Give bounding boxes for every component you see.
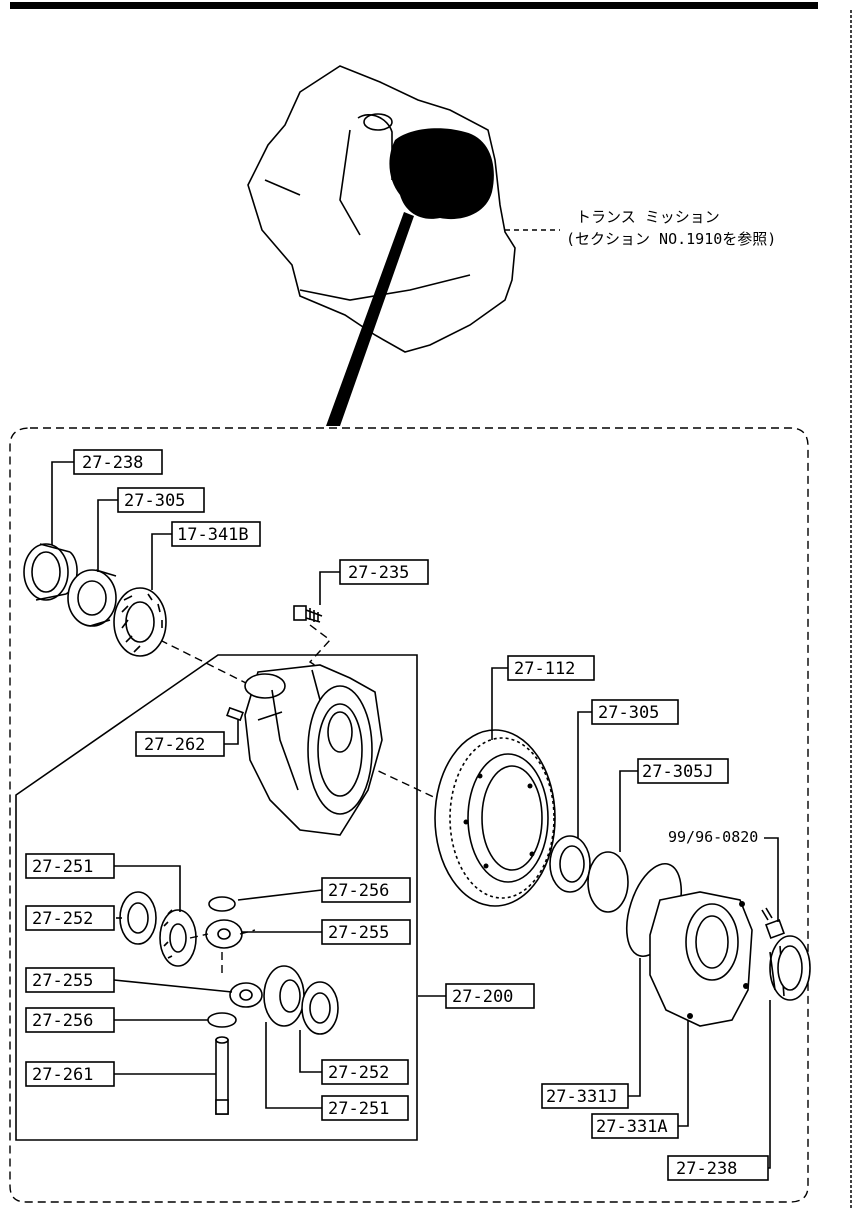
svg-text:27-112: 27-112 [514,659,575,679]
svg-text:27-305J: 27-305J [642,762,714,782]
svg-text:27-261: 27-261 [32,1065,93,1085]
svg-text:27-256: 27-256 [328,881,389,901]
part-label-27-235: 27-235 [339,559,429,585]
svg-text:27-238: 27-238 [676,1159,737,1179]
differential-subassembly-boundary [15,654,418,1141]
ring-gear [434,729,556,907]
part-label-27-256-right: 27-256 [321,877,411,903]
pinion-gear-lower [229,982,263,1008]
pointer-wedge [326,212,414,426]
svg-text:27-251: 27-251 [32,857,93,877]
part-label-27-252-left: 27-252 [25,905,115,931]
part-label-27-305-mid: 27-305 [591,699,679,725]
header-bar [10,2,818,9]
part-label-27-238-top: 27-238 [73,449,163,475]
side-gear-washer-left [119,891,157,945]
bearing-top [67,569,117,627]
part-label-27-261: 27-261 [25,1061,115,1087]
svg-text:27-305: 27-305 [598,703,659,723]
lock-pin [226,706,244,722]
side-gear-left [159,909,197,967]
part-label-27-262: 27-262 [135,731,225,757]
svg-text:27-252: 27-252 [328,1063,389,1083]
part-label-27-251-left: 27-251 [25,853,115,879]
pinion-shaft [215,1036,229,1115]
side-gear-washer-right [301,981,339,1035]
case-bolt [293,605,323,623]
axis-line-left [159,639,261,691]
transmission-housing [247,65,560,426]
part-label-99-96-0820: 99/96-0820 [668,828,758,846]
part-label-27-331A: 27-331A [591,1113,679,1139]
thrust-washer-lower [207,1012,237,1028]
svg-text:27-200: 27-200 [452,987,513,1007]
bearing-housing [649,891,753,1027]
transmission-note-line1: トランス ミッション [576,208,720,226]
part-label-27-305J: 27-305J [637,758,729,784]
speedometer-drive-gear [113,587,167,657]
svg-text:27-255: 27-255 [32,971,93,991]
part-label-27-112: 27-112 [507,655,595,681]
bearing-mid [549,835,591,893]
part-label-27-256-left: 27-256 [25,1007,115,1033]
svg-text:27-252: 27-252 [32,909,93,929]
svg-text:27-255: 27-255 [328,923,389,943]
part-label-27-200: 27-200 [445,983,535,1009]
svg-text:27-262: 27-262 [144,735,205,755]
bearing-race-bottom [769,935,811,1001]
svg-text:27-251: 27-251 [328,1099,389,1119]
part-label-27-238-bottom: 27-238 [667,1155,769,1181]
bearing-race-top [23,543,78,601]
svg-text:27-235: 27-235 [348,563,409,583]
svg-text:27-331J: 27-331J [546,1087,618,1107]
part-label-27-331J: 27-331J [541,1083,629,1109]
part-label-27-255-left: 27-255 [25,967,115,993]
part-label-27-251-right: 27-251 [321,1095,409,1121]
part-label-27-252-right: 27-252 [321,1059,409,1085]
thrust-washer-upper [208,896,236,912]
svg-text:27-256: 27-256 [32,1011,93,1031]
svg-text:27-305: 27-305 [124,491,185,511]
adjusting-shim [587,851,629,913]
svg-text:27-238: 27-238 [82,453,143,473]
part-label-17-341B: 17-341B [171,521,261,547]
differential-case [244,664,383,836]
differential-highlight [389,128,494,220]
leader-lines [51,461,779,1169]
pinion-gear-upper [205,919,243,949]
part-label-27-255-right: 27-255 [321,919,411,945]
svg-text:27-331A: 27-331A [596,1117,668,1137]
housing-bolt [761,907,785,939]
side-gear-right [263,965,305,1027]
transmission-note-line2: (セクション NO.1910を参照) [566,230,776,248]
part-label-27-305-top: 27-305 [117,487,205,513]
svg-text:17-341B: 17-341B [177,525,249,545]
